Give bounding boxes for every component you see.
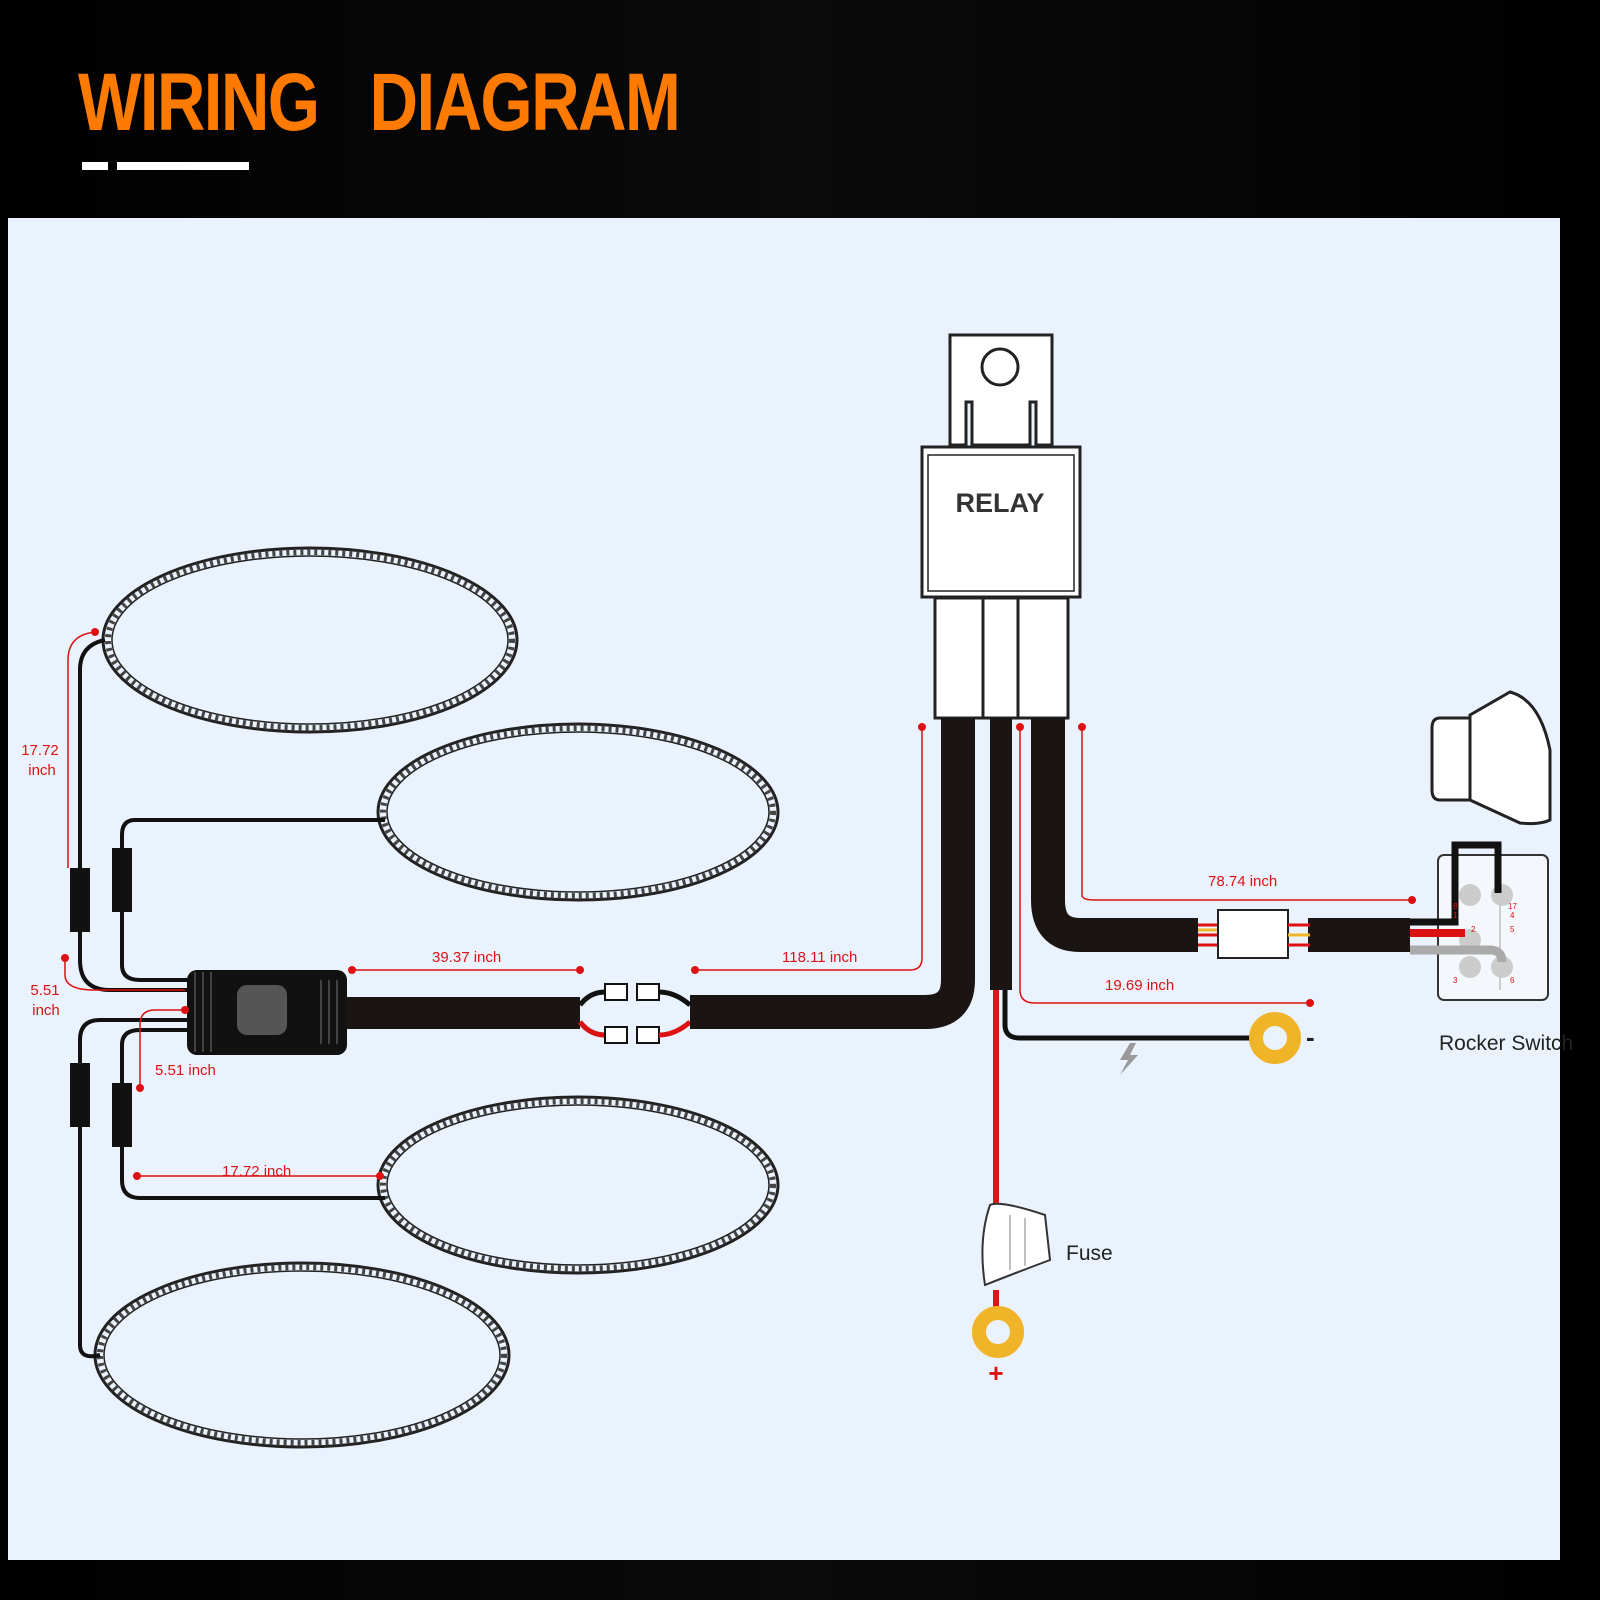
title-underline-short: [82, 162, 108, 170]
svg-text:3: 3: [1453, 976, 1458, 985]
dimension-lines: [64, 631, 1412, 1177]
dim-ground-cable: 19.69 inch: [1105, 977, 1174, 994]
rocker-switch-label: Rocker Switch: [1439, 1032, 1573, 1055]
relay-harness: [690, 718, 1410, 1029]
dim-switch-cable: 78.74 inch: [1208, 873, 1277, 890]
ring-wires: [70, 638, 385, 1359]
diagram-panel: [8, 218, 1560, 1560]
ground-ring-terminal: [1249, 1012, 1301, 1064]
negative-mark: -: [1306, 1022, 1315, 1052]
dim-split-unit: inch: [32, 1002, 60, 1019]
light-ring-3: [376, 1095, 780, 1275]
dim-ring-spacing-top-unit: inch: [28, 762, 56, 779]
dim-ring-spacing-bottom: 17.72 inch: [222, 1163, 291, 1180]
svg-text:1: 1: [1453, 911, 1458, 920]
dimension-endpoints: [61, 628, 1416, 1180]
svg-text:17: 17: [1508, 902, 1517, 911]
light-ring-1: [101, 546, 519, 734]
controller-box: [187, 970, 347, 1055]
page-title: WIRING DIAGRAM: [78, 57, 681, 148]
svg-text:8': 8': [1453, 902, 1459, 911]
relay: [920, 333, 1082, 720]
ground-cable: [990, 718, 1012, 990]
relay-label: RELAY: [955, 488, 1044, 518]
rocker-switch-terminals: 8' 1 2 3 17 4 5 6: [1410, 841, 1549, 1001]
svg-text:6: 6: [1510, 976, 1515, 985]
fuse: [981, 1202, 1052, 1287]
switch-connector: [1198, 909, 1310, 959]
controller-cable: [345, 997, 580, 1029]
svg-text:4: 4: [1510, 911, 1515, 920]
lightning-icon: [1120, 1043, 1138, 1075]
svg-text:5: 5: [1510, 925, 1515, 934]
positive-mark: +: [988, 1358, 1003, 1388]
rocker-switch-icon: [1430, 690, 1552, 826]
title-underline-long: [117, 162, 249, 170]
light-ring-2: [376, 722, 780, 902]
light-ring-4: [93, 1261, 511, 1449]
dim-split-value: 5.51: [30, 982, 59, 999]
dim-split-lower: 5.51 inch: [155, 1062, 216, 1079]
dim-ring-spacing-top-value: 17.72: [21, 742, 59, 759]
fuse-label: Fuse: [1066, 1242, 1113, 1265]
dim-controller-cable: 39.37 inch: [432, 949, 501, 966]
svg-text:2: 2: [1471, 925, 1476, 934]
ground-wire: [1002, 990, 1255, 1041]
dim-relay-cable: 118.11 inch: [782, 949, 857, 966]
power-ring-terminal: [972, 1306, 1024, 1358]
connector-plugs: [578, 983, 692, 1044]
